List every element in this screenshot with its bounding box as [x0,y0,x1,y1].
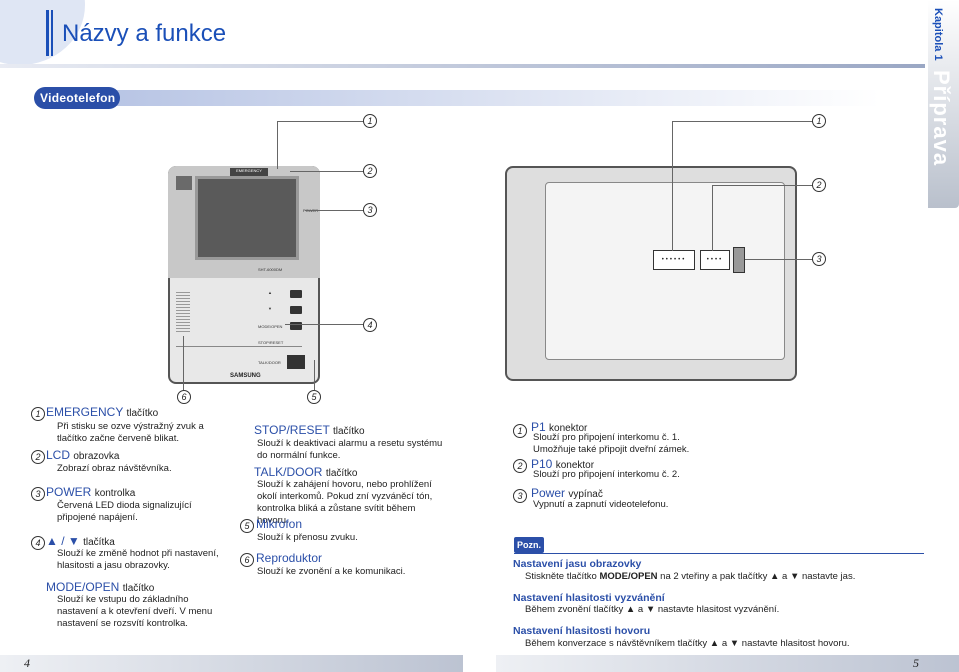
arrows-heading: ▲ / ▼ tlačítka [46,534,115,548]
mic-heading: Mikrofon [256,517,303,531]
note-call-text: Během konverzace s návštěvníkem tlačítky… [525,638,850,649]
stop-reset-label: STOP/RESET [258,340,284,345]
talk-door-button [287,355,305,369]
callout-line-2 [290,171,368,172]
note-brightness-text: Stiskněte tlačítko MODE/OPEN na 2 vteřin… [525,571,856,582]
down-label: ▼ [268,306,272,311]
callout-2: 2 [363,164,377,178]
panel-divider [176,346,302,347]
p10-heading: P10 konektor [531,457,595,471]
power-heading: POWER kontrolka [46,485,136,499]
item-num: 5 [240,519,254,533]
up-button [290,290,302,298]
mic-desc: Slouží k přenosu zvuku. [257,532,358,543]
header-rule [0,64,925,68]
p1-connector: •••••• [653,250,695,270]
item-num: 1 [513,424,527,438]
back-callout-1: 1 [812,114,826,128]
mode-open-button [290,322,302,330]
callout-3: 3 [363,203,377,217]
p10-connector: •••• [700,250,730,270]
note-label: Pozn. [514,537,544,553]
lcd-desc: Zobrazí obraz návštěvníka. [57,463,172,474]
title-bar [46,10,49,56]
mode-open-heading: MODE/OPEN tlačítko [46,580,155,594]
note-ring-text: Během zvonění tlačítky ▲ a ▼ nastavte hl… [525,604,780,615]
p1-desc: Slouží pro připojení interkomu č. 1. Umo… [533,432,690,455]
page-number-left: 4 [24,656,30,670]
mode-open-label: MODE/OPEN [258,324,283,329]
item-num: 6 [240,553,254,567]
callout-5: 5 [307,390,321,404]
item-num: 3 [513,489,527,503]
speaker-grille [176,292,190,332]
callout-line-1 [277,121,367,122]
back-callout-line-2 [712,185,814,186]
power-switch-desc: Vypnutí a zapnutí videotelefonu. [533,499,669,510]
chapter-tab [928,0,959,208]
callout-line-6 [183,336,184,392]
stop-reset-heading: STOP/RESET tlačítko [254,423,365,437]
power-switch-heading: Power vypínač [531,486,603,500]
talk-door-heading: TALK/DOOR tlačítko [254,465,358,479]
p10-desc: Slouží pro připojení interkomu č. 2. [533,469,680,480]
section-label: Videotelefon [34,87,120,109]
item-num: 1 [31,407,45,421]
callout-6: 6 [177,390,191,404]
back-callout-2: 2 [812,178,826,192]
item-num: 3 [31,487,45,501]
power-desc: Červená LED dioda signalizující připojen… [57,500,192,523]
item-num: 2 [513,459,527,473]
logo-badge [176,176,192,190]
back-callout-line-1 [672,121,814,122]
power-switch [733,247,745,273]
section-bar [100,90,880,106]
footer-bar-left [0,655,463,672]
item-num: 2 [31,450,45,464]
emergency-desc: Při stisku se ozve výstražný zvuk a tlač… [57,421,204,444]
brand-logo: SAMSUNG [230,373,261,379]
note-brightness-heading: Nastavení jasu obrazovky [513,558,642,570]
note-ring-heading: Nastavení hlasitosti vyzvánění [513,592,665,604]
back-callout-3: 3 [812,252,826,266]
speaker-heading: Reproduktor [256,551,323,565]
chapter-title: Příprava [929,70,954,167]
back-callout-line-3 [745,259,813,260]
speaker-desc: Slouží ke zvonění a ke komunikaci. [257,566,406,577]
stop-reset-desc: Slouží k deaktivaci alarmu a resetu syst… [257,438,443,461]
p1-heading: P1 konektor [531,420,588,434]
mode-open-desc: Slouží ke vstupu do základního nastavení… [57,594,213,629]
note-call-heading: Nastavení hlasitosti hovoru [513,625,651,637]
callout-line-1v [277,121,278,169]
title-bar-thin [51,10,53,56]
arrows-desc: Slouží ke změně hodnot při nastavení, hl… [57,548,219,571]
lcd-screen [195,176,299,260]
footer-bar-right [496,655,959,672]
back-panel [545,182,785,360]
callout-line-4 [285,324,365,325]
chapter-number: Kapitola 1 [932,8,944,61]
talk-door-desc: Slouží k zahájení hovoru, nebo prohlížen… [257,479,433,526]
lcd-heading: LCD obrazovka [46,448,120,462]
emergency-heading: EMERGENCY tlačítko [46,405,159,419]
emergency-button: EMERGENCY [230,168,268,176]
down-button [290,306,302,314]
page-title: Názvy a funkce [62,20,227,47]
callout-line-3 [305,210,365,211]
model-label: SHT-6000DM [258,267,283,272]
page-number-right: 5 [913,656,919,670]
callout-1: 1 [363,114,377,128]
callout-4: 4 [363,318,377,332]
item-num: 4 [31,536,45,550]
callout-line-5 [314,360,315,390]
back-callout-line-2v [712,185,713,251]
talk-door-label: TALK/DOOR [258,360,281,365]
back-callout-line-1v [672,121,673,251]
note-rule [514,553,924,554]
up-label: ▲ [268,290,272,295]
